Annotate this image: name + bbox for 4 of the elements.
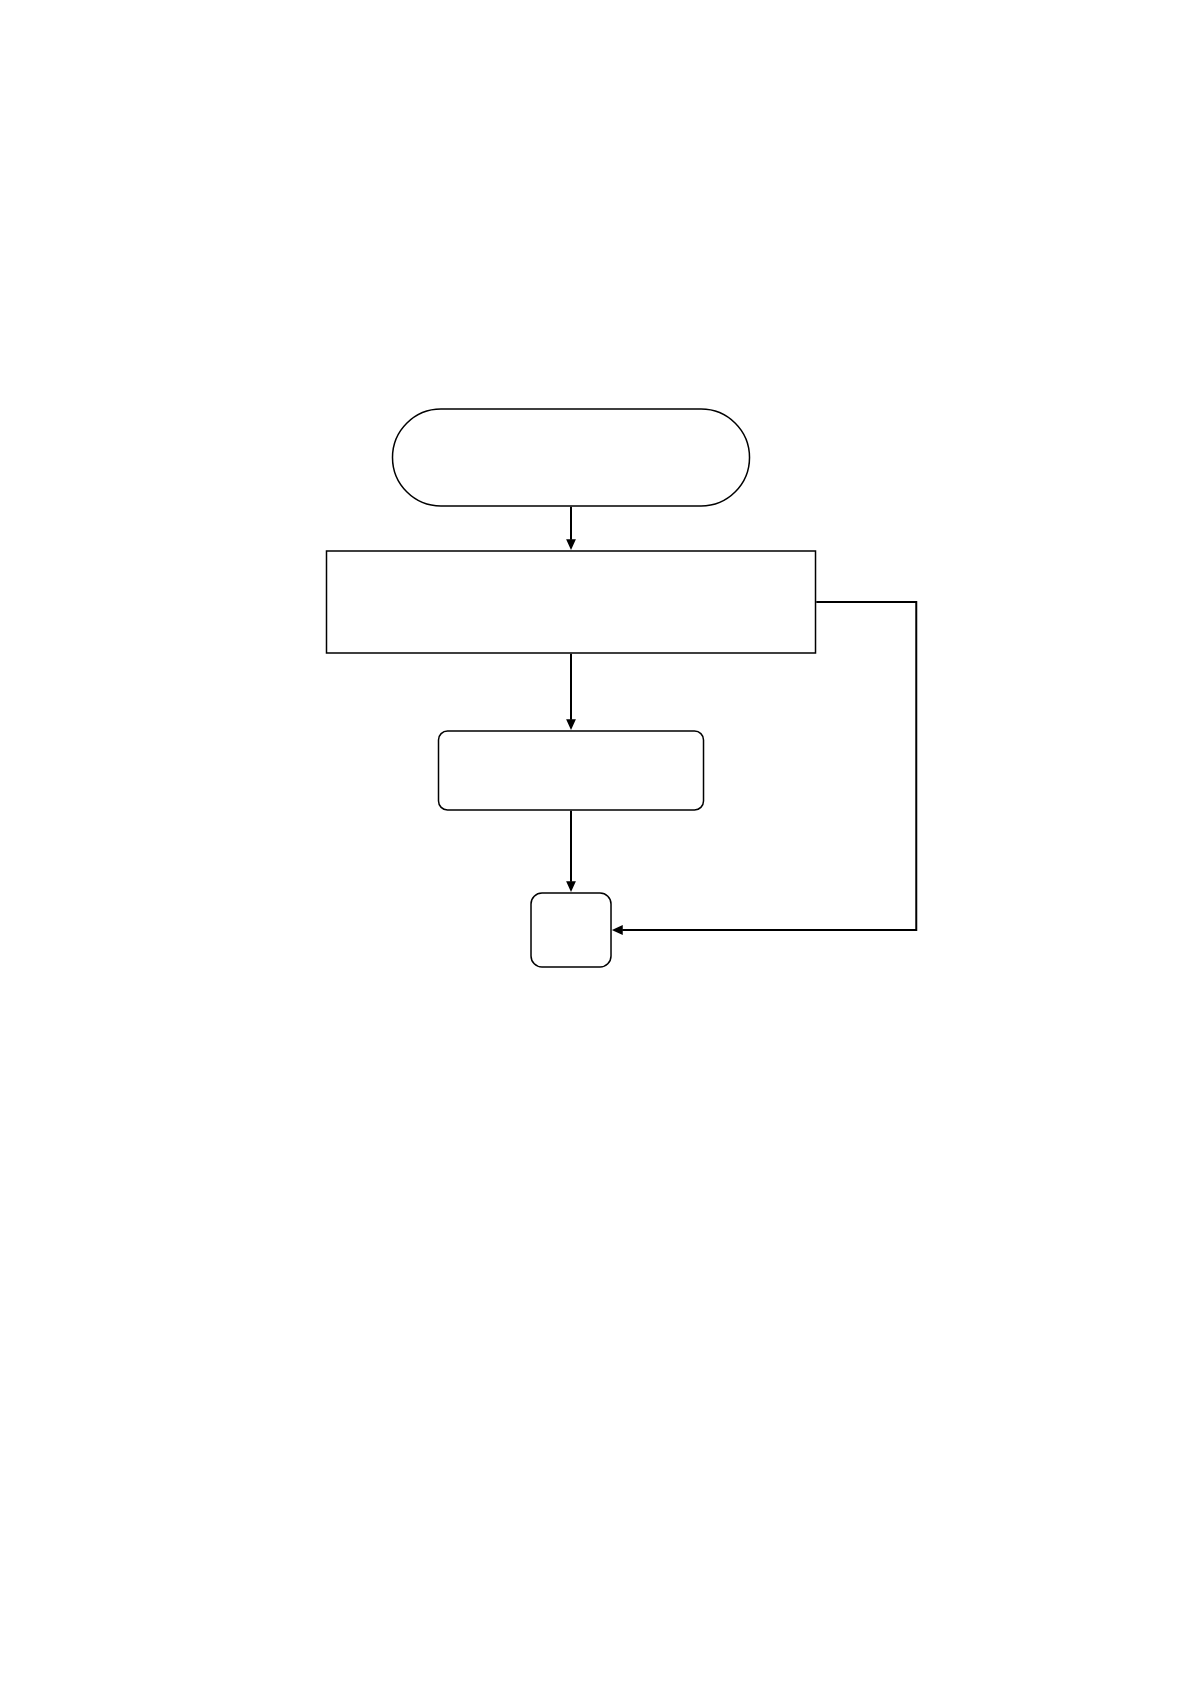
- rounded-box: [530, 892, 612, 968]
- rounded-box: [437, 730, 705, 811]
- pill-shape: [391, 408, 751, 507]
- process-box: [325, 550, 817, 654]
